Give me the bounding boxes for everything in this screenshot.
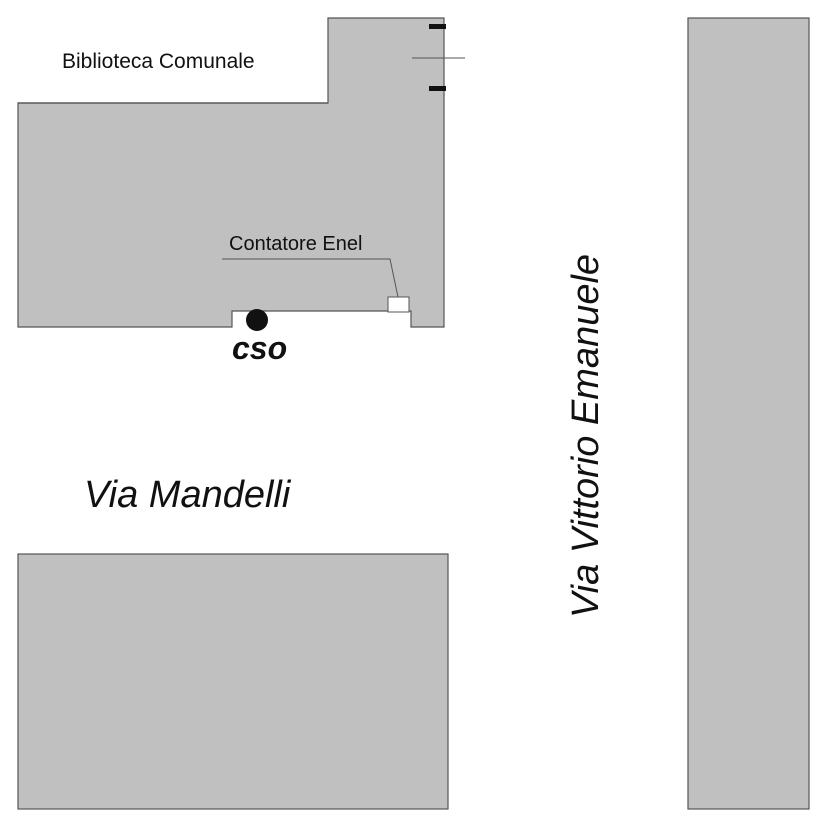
library-label: Biblioteca Comunale <box>62 50 255 73</box>
building-block-top-left <box>17 17 445 328</box>
street-label-via-vittorio-emanuele: Via Vittorio Emanuele <box>565 254 607 618</box>
dash-mark-upper <box>429 24 446 29</box>
building-block-bottom-left <box>17 553 449 810</box>
cso-marker-icon <box>246 309 268 331</box>
dash-mark-lower <box>429 86 446 91</box>
meter-label: Contatore Enel <box>229 233 362 255</box>
street-label-via-mandelli: Via Mandelli <box>84 474 292 516</box>
meter-box-icon <box>387 296 410 313</box>
cso-label: cso <box>232 330 287 366</box>
meter-leader-line <box>222 258 399 298</box>
building-block-right <box>687 17 810 810</box>
